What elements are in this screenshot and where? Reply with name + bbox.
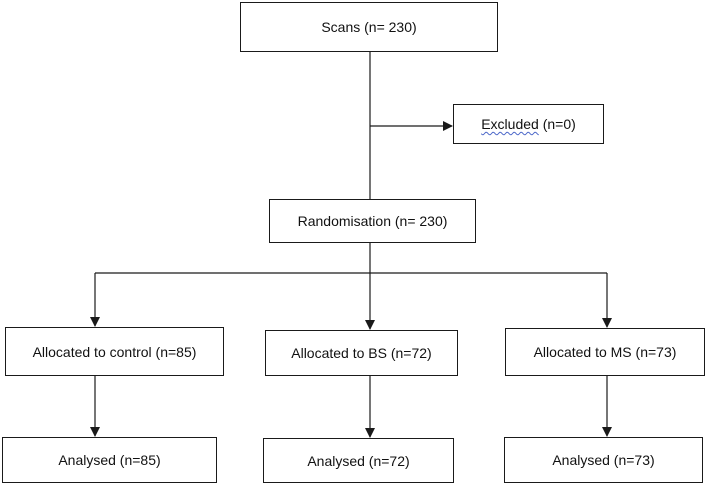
randomisation-label: Randomisation (n= 230) bbox=[297, 213, 448, 229]
analysed-bs-box: Analysed (n=72) bbox=[263, 438, 454, 483]
analysed-bs-label: Analysed (n=72) bbox=[307, 452, 410, 469]
randomisation-box: Randomisation (n= 230) bbox=[269, 199, 476, 243]
excluded-word: Excluded bbox=[481, 116, 539, 132]
allocated-control-label: Allocated to control (n=85) bbox=[32, 343, 197, 360]
excluded-box: Excluded (n=0) bbox=[453, 104, 604, 144]
allocated-ms-box: Allocated to MS (n=73) bbox=[505, 328, 705, 376]
analysed-control-label: Analysed (n=85) bbox=[58, 452, 161, 468]
scans-box: Scans (n= 230) bbox=[240, 2, 498, 52]
allocated-bs-label: Allocated to BS (n=72) bbox=[291, 345, 432, 361]
excluded-count: (n=0) bbox=[538, 116, 576, 132]
analysed-ms-box: Analysed (n=73) bbox=[504, 437, 703, 483]
analysed-control-box: Analysed (n=85) bbox=[2, 437, 217, 483]
excluded-label: Excluded (n=0) bbox=[481, 116, 576, 132]
allocated-ms-label: Allocated to MS (n=73) bbox=[533, 344, 677, 360]
allocated-control-box: Allocated to control (n=85) bbox=[5, 327, 224, 376]
scans-label: Scans (n= 230) bbox=[321, 19, 417, 35]
analysed-ms-label: Analysed (n=73) bbox=[552, 452, 655, 468]
allocated-bs-box: Allocated to BS (n=72) bbox=[265, 330, 458, 376]
